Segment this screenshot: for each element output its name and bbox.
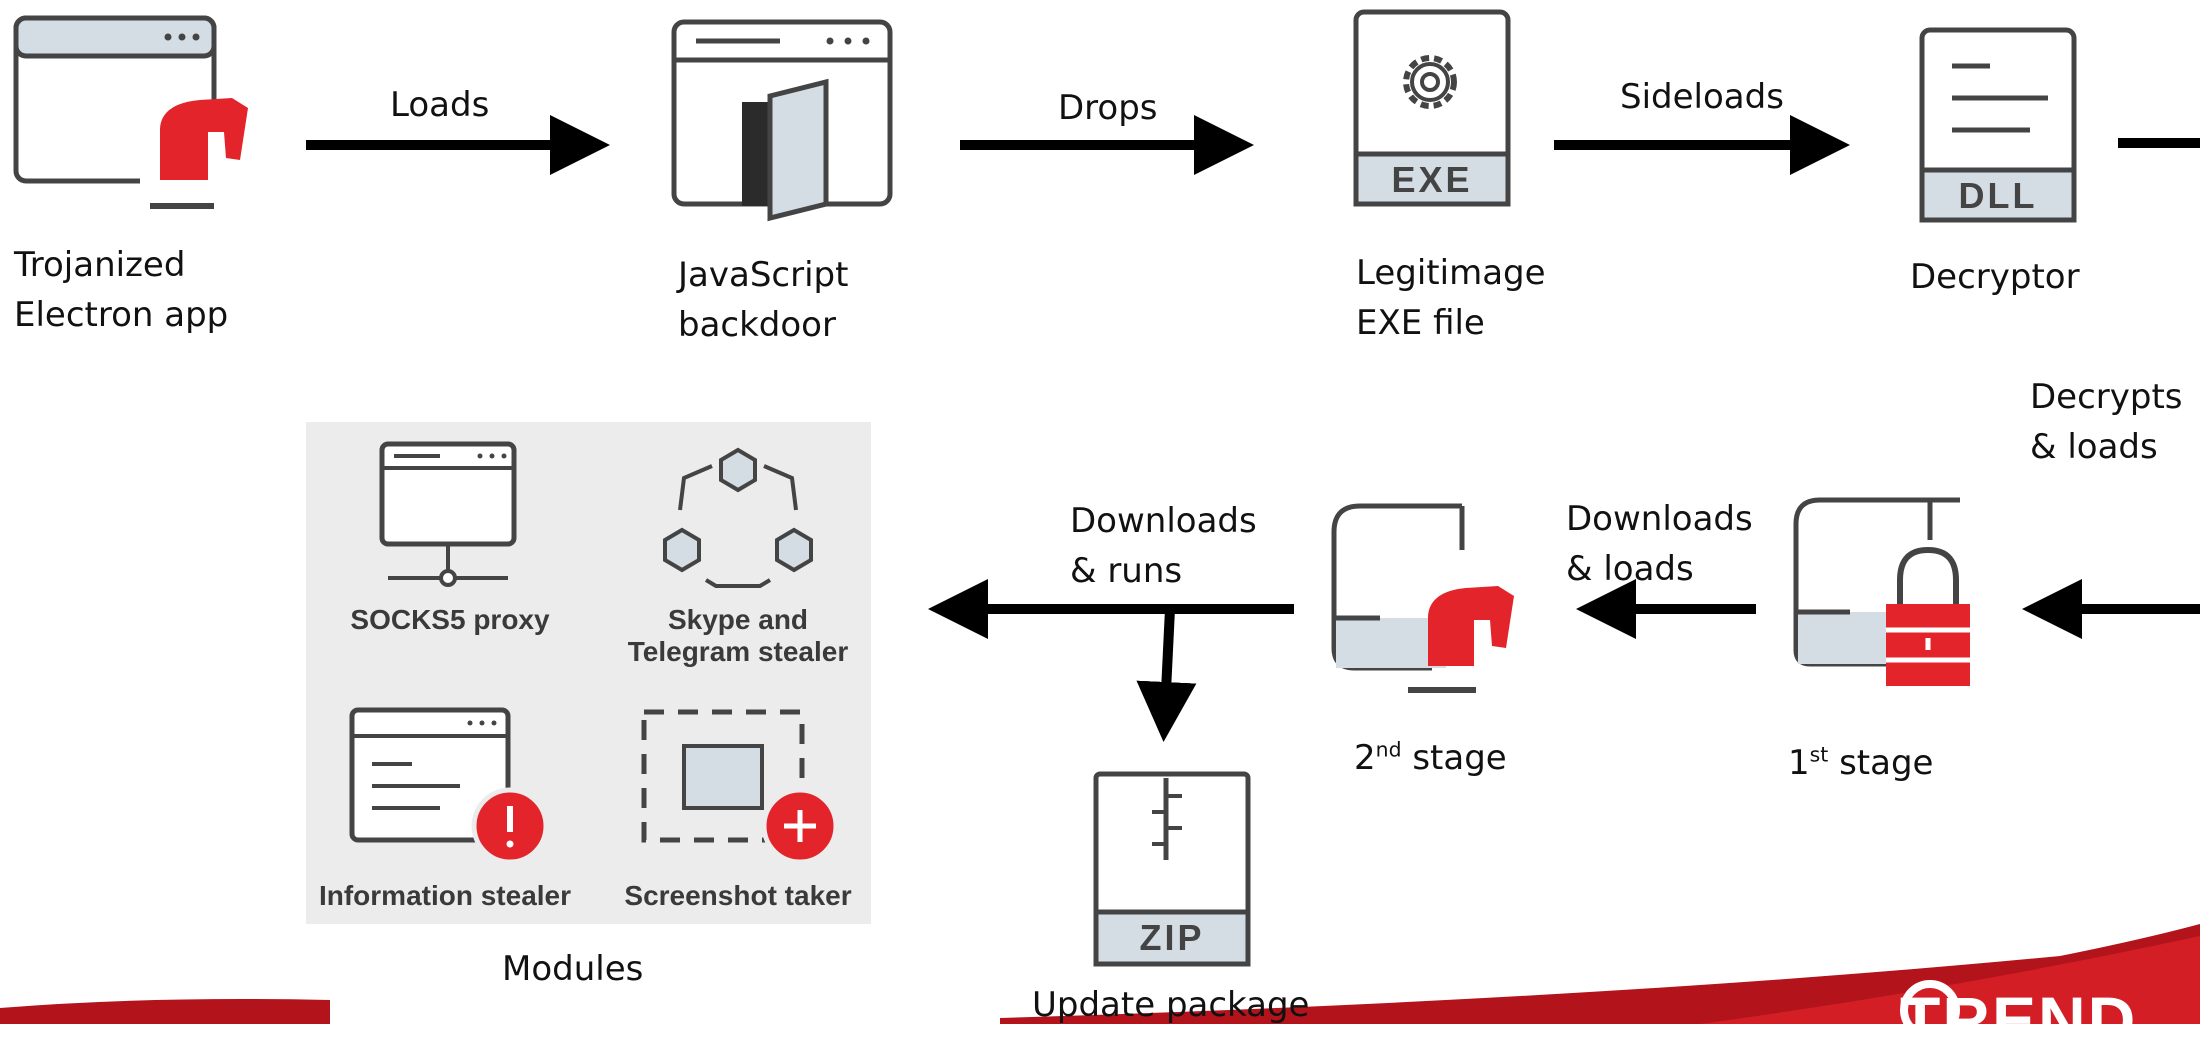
exe-badge: EXE [1391, 159, 1473, 200]
module-label-skype-telegram: Skype and Telegram stealer [627, 604, 849, 667]
exe-file-label: Legitimage EXE file [1356, 253, 1546, 343]
edge-label-downloads-loads: Downloads & loads [1566, 499, 1753, 589]
first-stage-label: 1st stage [1788, 742, 1934, 783]
zip-file-icon [1093, 771, 1251, 967]
skype-telegram-stealer-icon [663, 447, 813, 588]
exe-file-icon [1353, 9, 1511, 207]
module-label-screenshot: Screenshot taker [624, 880, 852, 911]
js-backdoor-label: JavaScript backdoor [678, 255, 849, 345]
js-backdoor-icon [671, 19, 893, 222]
dll-file-icon [1919, 27, 2077, 223]
screenshot-taker-icon [641, 709, 839, 865]
socks5-proxy-icon [379, 441, 517, 587]
brand-wordmark: TREND [1900, 983, 2138, 1057]
edge-label-loads: Loads [390, 85, 490, 125]
arrow-decrypts-loads [2022, 138, 2200, 639]
second-stage-label: 2nd stage [1354, 737, 1507, 778]
module-label-info-stealer: Information stealer [318, 880, 572, 911]
edge-label-drops: Drops [1058, 88, 1158, 128]
arrow-to-update-package [1136, 608, 1197, 742]
decryptor-label: Decryptor [1910, 257, 2080, 297]
modules-title: Modules [502, 949, 644, 989]
edge-label-decrypts-loads: Decrypts & loads [2030, 377, 2183, 467]
flow-diagram [0, 9, 2200, 1024]
electron-app-label: Trojanized Electron app [14, 245, 229, 335]
brand-logo-icon [1900, 980, 1960, 1024]
first-stage-icon [1793, 497, 1970, 686]
electron-app-icon [13, 15, 248, 209]
dll-badge: DLL [1958, 175, 2038, 216]
brand-swoosh [0, 924, 2200, 1024]
edge-label-sideloads: Sideloads [1620, 77, 1784, 117]
module-label-socks5: SOCKS5 proxy [350, 604, 550, 635]
update-package-label: Update package [1032, 985, 1310, 1025]
information-stealer-icon [349, 707, 549, 865]
lock-icon [1886, 546, 1970, 686]
second-stage-icon [1331, 503, 1514, 693]
zip-badge: ZIP [1139, 917, 1205, 958]
edge-label-downloads-runs: Downloads & runs [1070, 501, 1257, 591]
gear-icon [1403, 55, 1457, 109]
